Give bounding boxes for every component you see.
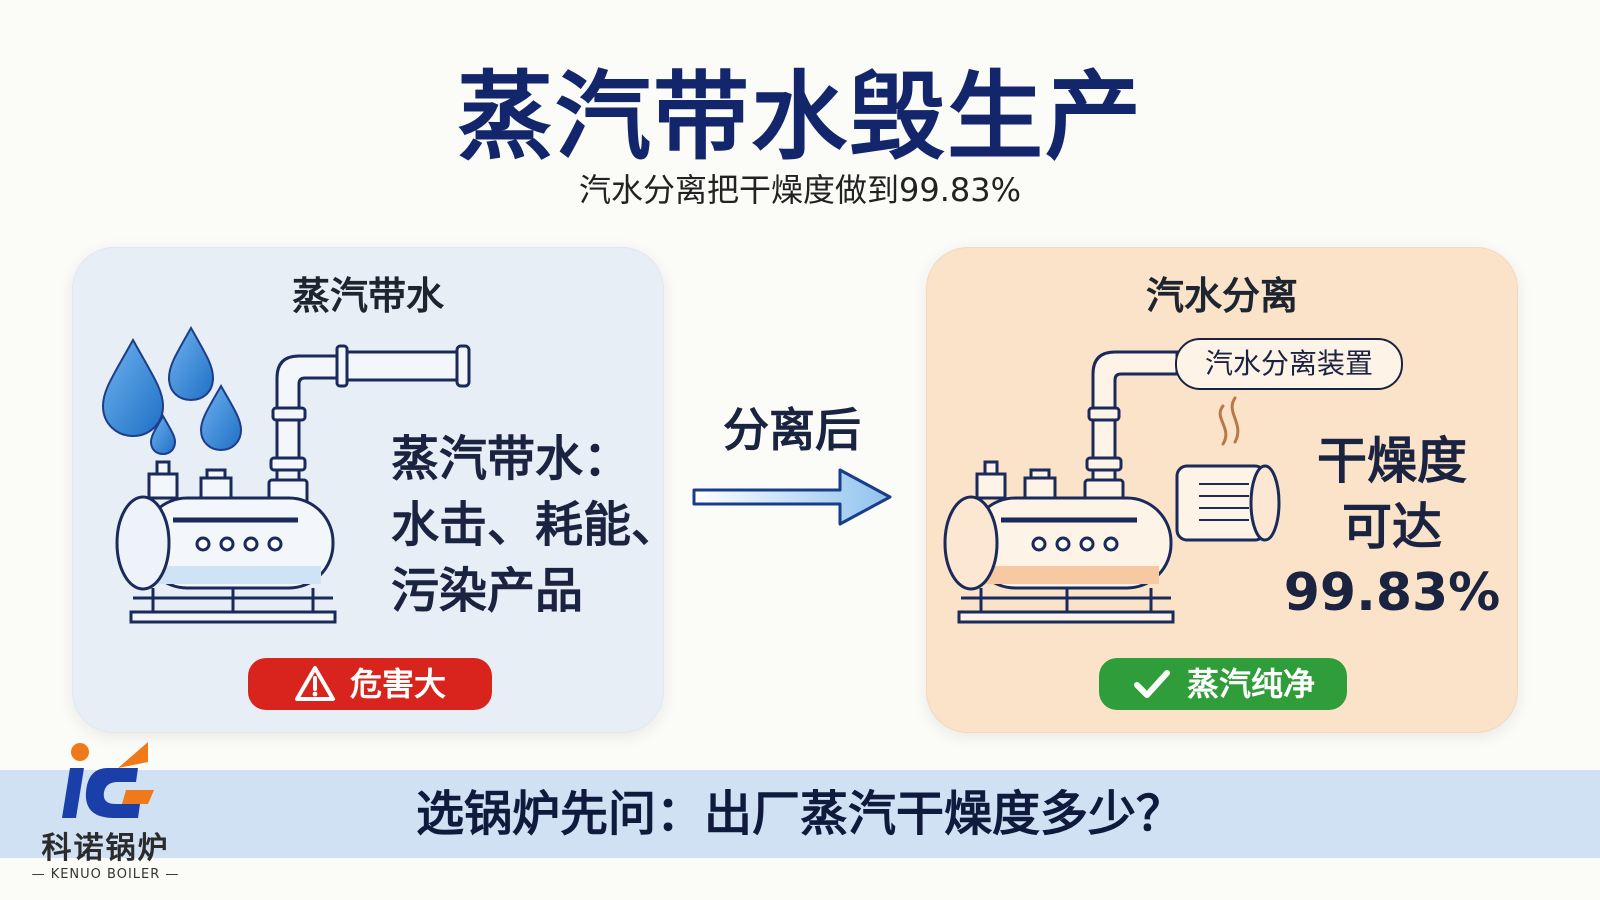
check-icon [1133, 670, 1170, 698]
logo-subtitle: — KENUO BOILER — [31, 867, 180, 882]
danger-badge: 危害大 [248, 658, 492, 710]
company-logo: 科诺锅炉 — KENUO BOILER — [18, 732, 193, 882]
bottom-question: 选锅炉先问：出厂蒸汽干燥度多少？ [415, 786, 1184, 842]
wet-steam-hazards: 蒸汽带水： 水击、耗能、 污染产品 [391, 431, 680, 619]
dryness-value: 99.83% [1283, 563, 1501, 623]
steam-pipe [267, 344, 471, 506]
page-title: 蒸汽带水毁生产 [457, 61, 1143, 173]
warning-triangle-icon [294, 666, 335, 701]
wet-steam-panel: 蒸汽带水 [72, 247, 679, 733]
bottom-question-band: 选锅炉先问：出厂蒸汽干燥度多少？ [0, 770, 1600, 858]
boiler-icon [943, 460, 1175, 624]
separator-device-icon [1175, 464, 1281, 542]
pure-steam-badge-label: 蒸汽纯净 [1186, 665, 1315, 703]
right-arrow-icon [692, 468, 892, 526]
kenuo-logo-icon [62, 742, 154, 818]
dryness-text: 干燥度 可达 [1317, 432, 1467, 556]
separated-steam-panel: 汽水分离 [926, 247, 1518, 733]
wet-steam-boiler-illustration [101, 325, 471, 624]
pure-steam-badge: 蒸汽纯净 [1099, 658, 1347, 710]
page-subtitle: 汽水分离把干燥度做到99.83% [578, 171, 1022, 209]
steam-icon [1218, 396, 1240, 446]
water-drop-icon [101, 325, 243, 456]
wet-steam-panel-title: 蒸汽带水 [291, 274, 444, 318]
boiler-icon [115, 460, 337, 624]
separated-steam-panel-title: 汽水分离 [1145, 274, 1298, 318]
arrow-label: 分离后 [723, 403, 861, 457]
steam-pipe [1083, 350, 1179, 506]
danger-badge-label: 危害大 [349, 665, 446, 703]
separator-boiler-illustration [943, 350, 1281, 624]
separator-device-label: 汽水分离装置 [1175, 338, 1403, 390]
logo-name: 科诺锅炉 [41, 831, 170, 866]
